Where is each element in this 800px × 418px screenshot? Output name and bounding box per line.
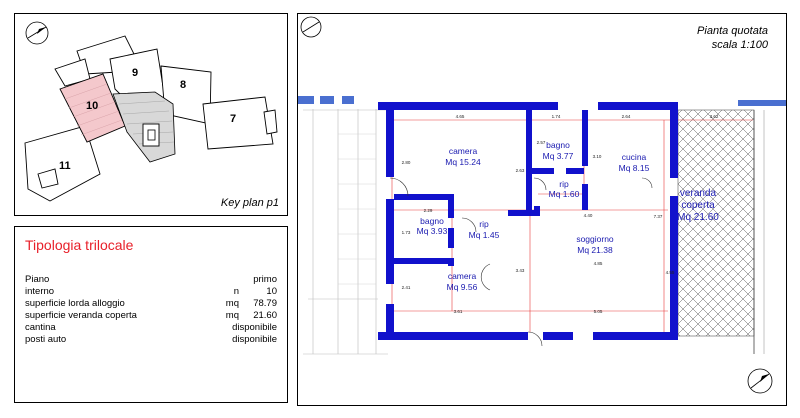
- svg-text:3.43: 3.43: [516, 268, 525, 273]
- svg-text:4.40: 4.40: [584, 213, 593, 218]
- key-plan-caption: Key plan p1: [220, 197, 279, 209]
- veranda-hatch: [677, 109, 755, 337]
- walls: [378, 102, 678, 340]
- svg-text:3.10: 3.10: [593, 154, 602, 159]
- room-camera-1-area: Mq 15.24: [445, 157, 481, 167]
- room-soggiorno-name: soggiorno: [576, 234, 614, 244]
- room-soggiorno-area: Mq 21.38: [577, 245, 613, 255]
- dimension-values: 4.65 1.74 2.64 3.62 2.80 2.63 2.57 3.10 …: [402, 114, 719, 314]
- room-rip-1-area: Mq 1.60: [549, 189, 580, 199]
- svg-text:4.55: 4.55: [666, 270, 675, 275]
- room-veranda-name2: coperta: [681, 200, 715, 211]
- north-arrow-icon-corner: [300, 16, 322, 38]
- info-row-superficie-lorda: superficie lorda alloggio mq 78.79: [25, 298, 277, 309]
- plan-title: Pianta quotata scala 1:100: [697, 25, 768, 51]
- svg-text:1.74: 1.74: [552, 114, 561, 119]
- unit-label-9: 9: [132, 67, 138, 79]
- room-veranda-area: Mq 21.60: [677, 212, 719, 223]
- svg-text:3.61: 3.61: [454, 309, 463, 314]
- unit-label-8: 8: [180, 79, 186, 91]
- svg-text:3.62: 3.62: [710, 114, 719, 119]
- svg-text:2.29: 2.29: [424, 208, 433, 213]
- room-rip-2-name: rip: [479, 219, 489, 229]
- room-rip-2-area: Mq 1.45: [469, 230, 500, 240]
- info-row-superficie-veranda: superficie veranda coperta mq 21.60: [25, 310, 277, 321]
- unit-7-shape: [202, 96, 274, 150]
- info-row-piano: Piano primo: [25, 274, 277, 285]
- room-bagno-1-name: bagno: [546, 140, 570, 150]
- unit-label-7: 7: [230, 113, 236, 125]
- room-camera-2-name: camera: [448, 271, 477, 281]
- svg-text:5.05: 5.05: [594, 309, 603, 314]
- room-bagno-1-area: Mq 3.77: [543, 151, 574, 161]
- room-rip-1-name: rip: [559, 179, 569, 189]
- north-arrow-icon-bottom: [747, 368, 773, 394]
- door-swings: [389, 177, 653, 347]
- info-row-interno: interno n 10: [25, 286, 277, 297]
- north-arrow-icon: [25, 21, 49, 45]
- key-plan-drawing: 9 8 7 10 11: [24, 21, 278, 202]
- typology-title: Tipologia trilocale: [25, 237, 134, 253]
- room-camera-1-name: camera: [449, 146, 478, 156]
- room-bagno-2-name: bagno: [420, 216, 444, 226]
- floor-plan-panel: Pianta quotata scala 1:100: [297, 13, 787, 406]
- room-cucina-area: Mq 8.15: [619, 163, 650, 173]
- svg-text:2.57: 2.57: [537, 140, 546, 145]
- room-veranda-name: veranda: [680, 188, 717, 199]
- info-row-cantina: cantina disponibile: [25, 322, 277, 333]
- svg-text:2.63: 2.63: [516, 168, 525, 173]
- info-panel: Tipologia trilocale Piano primo interno …: [14, 226, 288, 403]
- svg-text:2.41: 2.41: [402, 285, 411, 290]
- svg-text:4.85: 4.85: [594, 261, 603, 266]
- svg-text:2.64: 2.64: [622, 114, 631, 119]
- key-plan-panel: 9 8 7 10 11 Key plan p1: [14, 13, 288, 216]
- unit-label-10: 10: [86, 100, 98, 112]
- svg-text:2.80: 2.80: [402, 160, 411, 165]
- info-row-posti-auto: posti auto disponibile: [25, 334, 277, 345]
- room-cucina-name: cucina: [622, 152, 647, 162]
- room-camera-2-area: Mq 9.56: [447, 282, 478, 292]
- svg-text:1.73: 1.73: [402, 230, 411, 235]
- svg-text:4.65: 4.65: [456, 114, 465, 119]
- floor-plan-drawing: camera Mq 15.24 bagno Mq 3.77 cucina Mq …: [298, 16, 786, 394]
- unit-label-11: 11: [59, 160, 71, 172]
- svg-text:7.37: 7.37: [654, 214, 663, 219]
- room-bagno-2-area: Mq 3.93: [417, 226, 448, 236]
